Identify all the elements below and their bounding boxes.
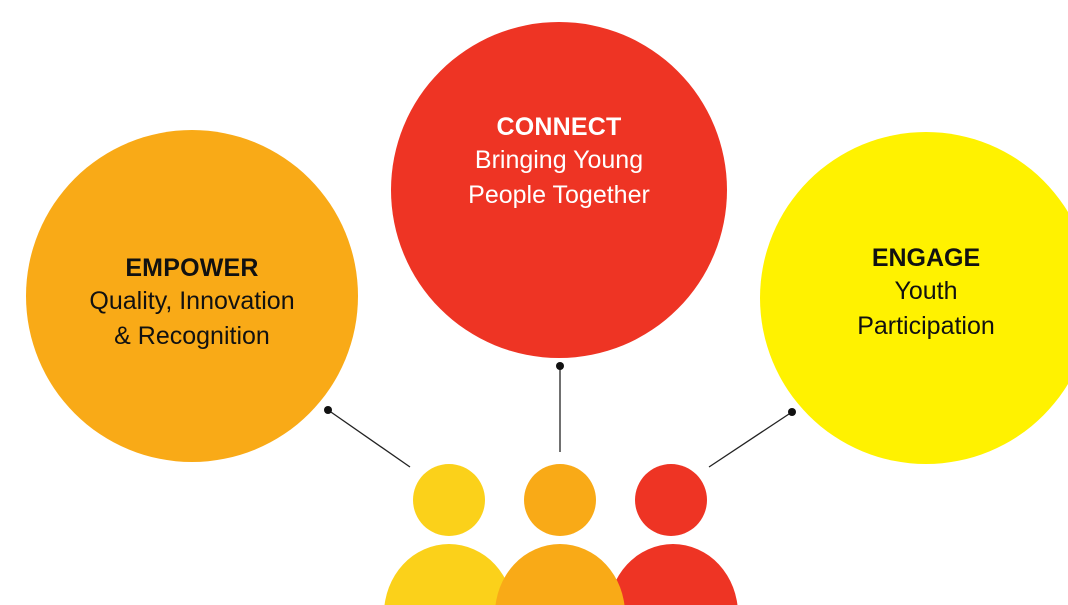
connector-line-engage	[708, 411, 793, 468]
empower-line-2: & Recognition	[114, 322, 270, 350]
connect-bubble: CONNECT Bringing Young People Together	[391, 22, 727, 358]
empower-bubble: EMPOWER Quality, Innovation & Recognitio…	[26, 130, 358, 462]
empower-title: EMPOWER	[125, 254, 259, 282]
connect-line-2: People Together	[468, 181, 650, 209]
engage-line-1: Youth	[894, 277, 958, 305]
engage-title: ENGAGE	[871, 244, 981, 272]
connector-dot-connect	[556, 362, 564, 370]
connector-line-empower	[327, 409, 411, 468]
engage-line-2: Participation	[857, 312, 995, 340]
connector-dot-empower	[324, 406, 332, 414]
empower-line-1: Quality, Innovation	[89, 287, 295, 315]
connect-line-1: Bringing Young	[474, 146, 644, 174]
engage-text: ENGAGE Youth Participation	[790, 242, 1062, 344]
person-head-1	[413, 464, 485, 536]
person-head-2	[524, 464, 596, 536]
connector-dot-engage	[788, 408, 796, 416]
engage-bubble	[760, 132, 1068, 464]
person-head-3	[635, 464, 707, 536]
connect-title: CONNECT	[496, 113, 622, 141]
